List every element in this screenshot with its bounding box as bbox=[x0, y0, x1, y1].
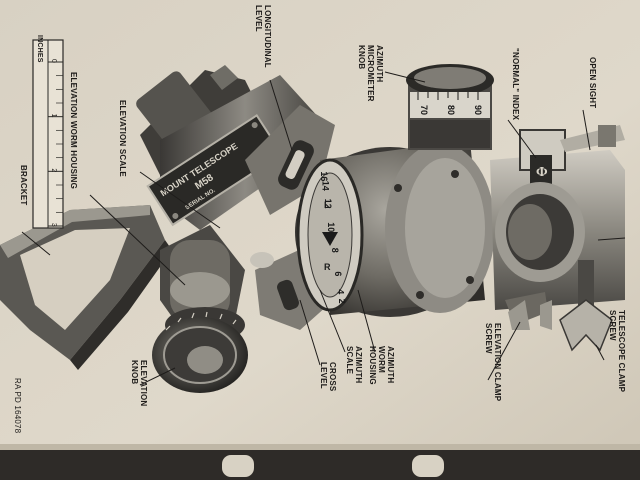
azimuth-scale-number: 14 bbox=[320, 181, 330, 191]
micrometer-num-90: 90 bbox=[473, 105, 483, 115]
ruler-title: INCHES bbox=[36, 35, 43, 63]
page-edge bbox=[0, 444, 640, 450]
inches-scale-bar: 0 1 2 3 bbox=[32, 39, 64, 229]
azimuth-scale-number: 10 bbox=[326, 222, 336, 232]
mount-body-rear: MOUNT TELESCOPE M58 SERIAL NO. bbox=[136, 65, 330, 230]
elevation-knob[interactable] bbox=[152, 307, 248, 393]
label-bracket: BRACKET bbox=[19, 165, 28, 206]
azimuth-scale-number: 16 bbox=[319, 171, 329, 181]
azimuth-scale-number: 6 bbox=[333, 271, 343, 276]
azimuth-scale-number: 2 bbox=[337, 299, 347, 304]
azimuth-letter-r: R bbox=[324, 262, 331, 272]
micrometer-num-80: 80 bbox=[446, 105, 456, 115]
azimuth-micrometer-knob[interactable]: 70 80 90 bbox=[406, 64, 494, 150]
label-elevation-scale: ELEVATION SCALE bbox=[118, 100, 127, 177]
telescope-clamp-screw[interactable] bbox=[559, 260, 613, 352]
ruler-ticks: 0 1 2 3 bbox=[48, 59, 63, 227]
binder-ring bbox=[412, 455, 444, 477]
ruler-number: 0 bbox=[50, 59, 57, 63]
table-edge bbox=[0, 448, 640, 480]
azimuth-scale-number: 8 bbox=[330, 248, 340, 253]
label-open-sight: OPEN SIGHT bbox=[588, 57, 597, 109]
azimuth-index-arrow bbox=[322, 232, 338, 246]
binder-ring bbox=[222, 455, 254, 477]
ruler-number: 2 bbox=[50, 168, 57, 172]
azimuth-scale-number: 12 bbox=[323, 199, 333, 209]
label-normal-index: "NORMAL" INDEX bbox=[511, 48, 520, 121]
elevation-worm-housing bbox=[160, 225, 245, 335]
bracket-illustration bbox=[0, 205, 172, 370]
azimuth-letter-l: L bbox=[324, 200, 330, 210]
normal-index-phi: Φ bbox=[536, 165, 548, 180]
figure-number: RA PD 164078 bbox=[13, 378, 22, 434]
ruler-number: 1 bbox=[50, 114, 57, 118]
azimuth-scale-number: 4 bbox=[336, 289, 346, 294]
leader-lines bbox=[21, 71, 626, 386]
elevation-clamp-screw[interactable] bbox=[505, 292, 552, 330]
micrometer-num-70: 70 bbox=[419, 105, 429, 115]
label-elevation-worm-housing: ELEVATION WORM HOUSING bbox=[69, 72, 78, 189]
ruler-number: 3 bbox=[50, 223, 57, 227]
